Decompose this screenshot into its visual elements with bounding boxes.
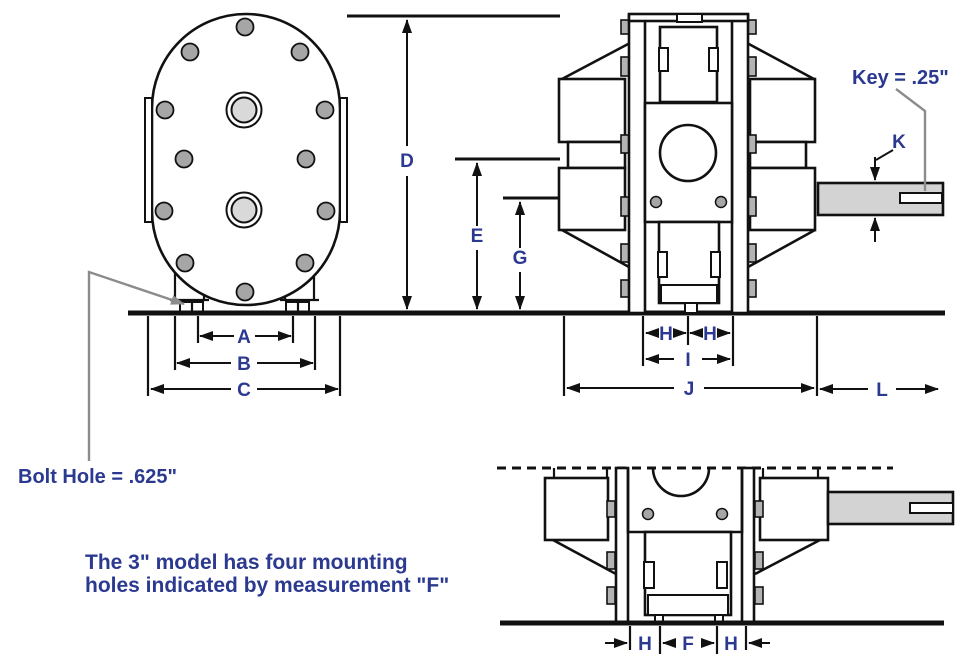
plate-bolt [715,507,729,521]
dim-label-g: G [513,248,528,269]
brace [747,228,816,269]
lower-shaft-port [225,191,263,229]
dim-label-h-right: H [703,324,717,345]
bolt-hole [316,201,336,221]
bolt-hole [180,42,200,62]
frame-column-left [627,13,647,315]
bolt-hole-leader-line [87,270,185,461]
brace [552,538,617,576]
bolt-hole [235,282,255,302]
dim-label-d: D [400,151,414,172]
bolt-hole [290,42,310,62]
plate-bolt [649,195,663,209]
dim-label-i: I [685,350,690,371]
frame-column-left [614,466,630,625]
bolt-hole-annotation: Bolt Hole = .625" [18,466,177,488]
brace [754,538,821,576]
shaft-bore [658,123,718,183]
upper-shaft-port [225,91,263,129]
annotations: Key = .25" Bolt Hole = .625" The 3" mode… [18,67,949,597]
bolt-hole-circle-pattern [154,17,336,302]
dim-label-h-bottom-left: H [638,634,652,655]
port-flange-right [748,77,817,232]
port-flange-right [758,476,830,542]
front-view [144,12,348,314]
keyway-slot [909,502,954,514]
dim-label-a: A [237,327,251,348]
dim-label-f: F [682,634,694,655]
key-annotation: Key = .25" [852,67,949,89]
model-note-line2: holes indicated by measurement "F" [85,574,449,597]
gusset-tabs [620,19,757,298]
key-leader-line [895,88,927,191]
frame-column-right [740,466,756,625]
plate-bolt [641,507,655,521]
port-flange-left [543,476,610,542]
port-flange-left [557,77,627,232]
top-bar-notch [676,13,703,23]
bolt-hole [155,100,175,120]
dim-label-h-left: H [659,324,673,345]
top-view [497,466,955,626]
bolt-hole [174,149,194,169]
side-view [557,12,945,315]
plate-bolt [714,195,728,209]
dim-label-b: B [237,354,251,375]
bolt-hole [175,253,195,273]
bolt-hole [235,17,255,37]
keyway-slot [899,192,943,204]
brace [561,228,630,269]
center-plate [626,468,744,534]
bottom-port-housing [657,220,721,314]
center-plate [643,101,734,224]
bolt-hole [295,253,315,273]
dim-label-h-bottom-right: H [724,634,738,655]
side-bracket-left [144,97,153,223]
top-port-housing [658,25,719,104]
dim-label-l: L [876,380,888,401]
bolt-hole [154,201,174,221]
dimension-lines: D E G A B C H H [146,14,939,655]
bottom-port-housing [643,530,733,624]
shaft-bore-half [651,467,711,498]
model-note-line1: The 3" model has four mounting [85,551,408,574]
dim-label-j: J [684,379,695,400]
side-bracket-right [339,97,348,223]
brace [746,41,815,81]
frame-column-right [730,13,750,315]
bolt-hole [315,100,335,120]
brace [561,41,631,81]
dim-label-e: E [471,226,484,247]
dim-label-c: C [237,380,251,401]
bolt-hole [296,149,316,169]
dim-label-k: K [892,132,906,153]
